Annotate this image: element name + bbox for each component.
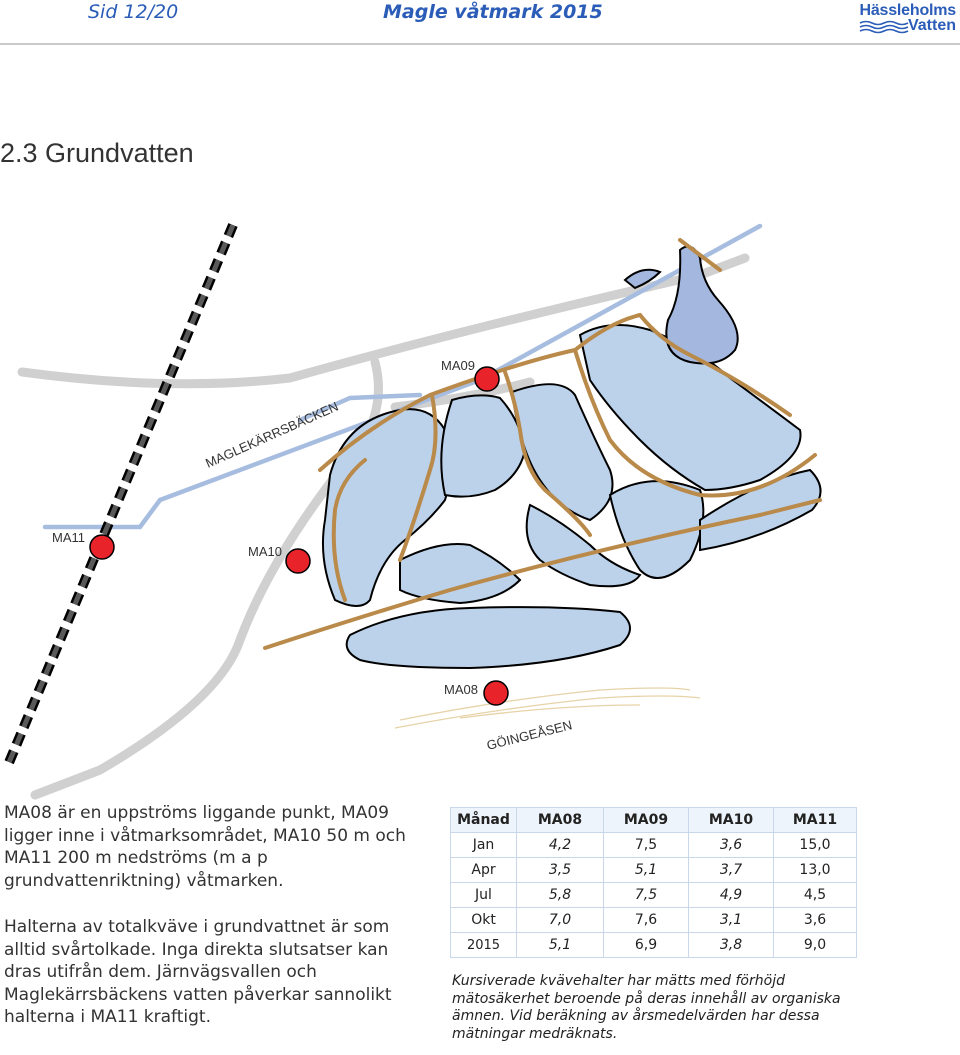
- cell-month: Apr: [450, 857, 517, 883]
- body-text: MA08 är en uppströms liggande punkt, MA0…: [4, 802, 424, 1029]
- label-ma11: MA11: [52, 530, 85, 545]
- ponds: [623, 245, 739, 365]
- report-title: Magle våtmark 2015: [383, 1, 603, 23]
- label-ridge: GÖINGEÅSEN: [485, 717, 573, 753]
- company-logo: Hässleholms Vatten: [858, 2, 958, 36]
- monitoring-wells: [89, 366, 509, 706]
- col-header-ma08: MA08: [516, 807, 604, 833]
- col-header-ma09: MA09: [603, 807, 689, 833]
- cell-ma11: 13,0: [773, 857, 857, 883]
- cell-ma09: 7,6: [603, 907, 689, 933]
- label-ma08: MA08: [444, 682, 478, 697]
- well-marker-ma08: [483, 680, 509, 706]
- label-ma09: MA09: [441, 358, 475, 373]
- logo-text-line2: Vatten: [907, 17, 956, 34]
- cell-ma08: 5,1: [516, 932, 604, 958]
- paragraph-interpretation: Halterna av totalkväve i grundvattnet är…: [4, 917, 392, 1027]
- cell-month: 2015: [450, 932, 517, 958]
- logo-waves-icon: [859, 20, 909, 34]
- header-divider: [0, 43, 960, 45]
- col-header-ma10: MA10: [688, 807, 774, 833]
- table-footnote: Kursiverade kvävehalter har mätts med fö…: [452, 973, 841, 1042]
- cell-month: Okt: [450, 907, 517, 933]
- cell-ma11: 9,0: [773, 932, 857, 958]
- paragraph-wells: MA08 är en uppströms liggande punkt, MA0…: [4, 803, 406, 891]
- col-header-ma11: MA11: [773, 807, 857, 833]
- table-row: Apr 3,5 5,1 3,7 13,0: [450, 857, 857, 883]
- table-header-row: Månad MA08 MA09 MA10 MA11: [450, 807, 857, 833]
- well-marker-ma09: [474, 366, 500, 392]
- table-row: Jul 5,8 7,5 4,9 4,5: [450, 882, 857, 908]
- section-title: 2.3 Grundvatten: [0, 138, 194, 168]
- page-number: Sid 12/20: [88, 1, 179, 23]
- cell-ma09: 6,9: [603, 932, 689, 958]
- cell-ma08: 7,0: [516, 907, 604, 933]
- wetland-basins: [321, 324, 822, 670]
- railway-embankment: [3, 223, 238, 767]
- cell-ma08: 4,2: [516, 832, 604, 858]
- nitrogen-table: Månad MA08 MA09 MA10 MA11 Jan 4,2 7,5 3,…: [450, 807, 857, 958]
- wetland-map: MA09 MA10 MA11 MA08 MAGLEKÄRRSBÄCKEN GÖI…: [3, 223, 822, 800]
- cell-ma09: 5,1: [603, 857, 689, 883]
- cell-ma11: 3,6: [773, 907, 857, 933]
- cell-month: Jan: [450, 832, 517, 858]
- col-header-month: Månad: [450, 807, 517, 833]
- table-row: Okt 7,0 7,6 3,1 3,6: [450, 907, 857, 933]
- cell-ma11: 15,0: [773, 832, 857, 858]
- cell-ma08: 5,8: [516, 882, 604, 908]
- page-header: Sid 12/20 Magle våtmark 2015 Hässleholms…: [0, 0, 960, 45]
- logo-text-line1: Hässleholms: [859, 2, 956, 19]
- cell-ma10: 4,9: [688, 882, 774, 908]
- cell-ma09: 7,5: [603, 832, 689, 858]
- table-row: 2015 5,1 6,9 3,8 9,0: [450, 932, 857, 958]
- cell-month: Jul: [450, 882, 517, 908]
- table-row: Jan 4,2 7,5 3,6 15,0: [450, 832, 857, 858]
- well-marker-ma10: [285, 548, 311, 574]
- cell-ma10: 3,1: [688, 907, 774, 933]
- well-marker-ma11: [89, 534, 115, 560]
- cell-ma11: 4,5: [773, 882, 857, 908]
- cell-ma10: 3,8: [688, 932, 774, 958]
- cell-ma08: 3,5: [516, 857, 604, 883]
- cell-ma10: 3,6: [688, 832, 774, 858]
- ridge-contours: [394, 687, 701, 729]
- cell-ma10: 3,7: [688, 857, 774, 883]
- cell-ma09: 7,5: [603, 882, 689, 908]
- label-ma10: MA10: [248, 544, 282, 559]
